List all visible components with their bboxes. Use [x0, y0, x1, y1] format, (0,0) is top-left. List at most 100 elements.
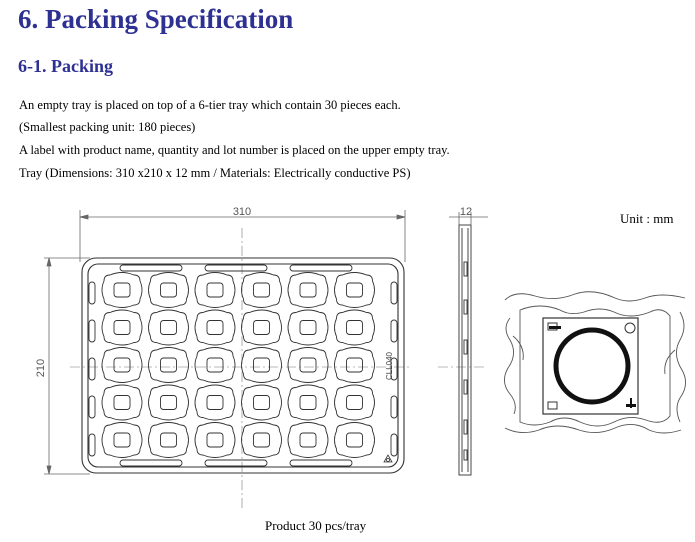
tray-edge-slot	[289, 264, 353, 272]
tray-edge-slot	[204, 459, 268, 467]
tray-pocket	[287, 422, 329, 458]
tray-pocket-seat	[206, 357, 224, 373]
tray-pocket	[334, 384, 375, 421]
section-subtitle: 6-1. Packing	[18, 56, 114, 76]
tray-side-view	[458, 224, 472, 476]
height-dimension-label: 210	[35, 359, 47, 377]
tray-pocket	[194, 272, 236, 308]
tray-pocket-seat	[113, 395, 131, 410]
pocket-detail-view	[504, 291, 686, 434]
tray-pocket-grid	[101, 272, 375, 458]
tray-pocket	[194, 347, 236, 383]
tray-edge-slot	[390, 281, 398, 305]
tray-outline	[81, 257, 405, 474]
tray-pocket-seat	[346, 395, 363, 410]
height-dimension	[44, 257, 90, 475]
tray-pocket	[148, 272, 189, 308]
tray-pocket	[101, 422, 143, 458]
paragraph-label-info: A label with product name, quantity and …	[19, 143, 450, 157]
tray-pocket-seat	[206, 432, 224, 448]
tray-pocket	[287, 309, 329, 346]
tray-pocket-seat	[253, 282, 270, 298]
tray-pocket-seat	[113, 282, 131, 298]
tray-pocket-seat	[253, 357, 270, 373]
tray-pocket	[241, 384, 282, 421]
tray-pocket	[101, 384, 143, 421]
tray-pocket	[101, 347, 143, 383]
tray-pocket-seat	[346, 432, 363, 448]
depth-dimension	[449, 212, 488, 225]
tray-pocket-seat	[299, 432, 317, 448]
width-dimension	[79, 210, 406, 262]
tray-pocket-seat	[346, 320, 363, 335]
led-package-detail	[542, 317, 639, 415]
tray-pocket	[287, 272, 329, 308]
tray-pocket	[241, 347, 282, 383]
depth-dimension-label: 12	[460, 206, 472, 218]
tray-pocket	[334, 422, 375, 458]
tray-pocket-seat	[113, 432, 131, 448]
tray-pocket-seat	[299, 357, 317, 373]
drawing-caption: Product 30 pcs/tray	[265, 518, 367, 533]
tray-pocket	[101, 309, 143, 346]
tray-edge-slot	[390, 319, 398, 343]
tray-edge-slot	[88, 357, 96, 381]
paragraph-tray-dimensions: Tray (Dimensions: 310 x210 x 12 mm / Mat…	[19, 166, 411, 180]
section-title: 6. Packing Specification	[18, 4, 294, 34]
tray-pocket	[148, 309, 189, 346]
tray-pocket	[287, 347, 329, 383]
tray-pocket	[334, 347, 375, 383]
width-dimension-label: 310	[233, 206, 251, 218]
center-lines	[70, 228, 485, 510]
tray-edge-slot	[88, 281, 96, 305]
tray-pocket	[194, 309, 236, 346]
tray-stamp-text: CLL040	[385, 351, 394, 380]
tray-pocket	[101, 272, 143, 308]
tray-pocket-seat	[346, 357, 363, 373]
tray-edge-slot	[289, 459, 353, 467]
tray-pocket	[194, 384, 236, 421]
tray-pocket-seat	[346, 282, 363, 298]
tray-pocket-seat	[299, 320, 317, 335]
tray-edge-slot	[88, 319, 96, 343]
tray-edge-slot	[390, 395, 398, 419]
tray-pocket-seat	[160, 357, 177, 373]
tray-pocket-seat	[299, 395, 317, 410]
tray-pocket	[287, 384, 329, 421]
tray-edge-slot	[119, 459, 183, 467]
tray-pocket	[148, 422, 189, 458]
tray-pocket-seat	[253, 395, 270, 410]
tray-pocket	[148, 347, 189, 383]
paragraph-tray-stack: An empty tray is placed on top of a 6-ti…	[19, 98, 401, 112]
tray-pocket	[241, 272, 282, 308]
tray-edge-slot	[119, 264, 183, 272]
tray-pocket-seat	[113, 320, 131, 335]
tray-pocket-seat	[206, 395, 224, 410]
paragraph-packing-unit: (Smallest packing unit: 180 pieces)	[19, 120, 196, 134]
tray-pocket	[194, 422, 236, 458]
tray-pocket-seat	[160, 320, 177, 335]
tray-edge-slot	[390, 433, 398, 457]
tray-pocket	[148, 384, 189, 421]
tray-pocket	[241, 422, 282, 458]
tray-pocket-seat	[113, 357, 131, 373]
tray-edge-slot	[88, 395, 96, 419]
tray-pocket-seat	[253, 320, 270, 335]
tray-pocket-seat	[206, 282, 224, 298]
tray-pocket-seat	[160, 282, 177, 298]
tray-pocket-seat	[253, 432, 270, 448]
tray-pocket-seat	[299, 282, 317, 298]
tray-edge-slot	[88, 433, 96, 457]
unit-label: Unit : mm	[620, 211, 674, 226]
tray-pocket-seat	[206, 320, 224, 335]
tray-pocket	[334, 272, 375, 308]
recycle-icon	[383, 454, 393, 463]
tray-edge-slot	[390, 357, 398, 381]
tray-pocket	[334, 309, 375, 346]
tray-pocket	[241, 309, 282, 346]
tray-pocket-seat	[160, 432, 177, 448]
tray-edge-slots	[88, 264, 398, 467]
tray-edge-slot	[204, 264, 268, 272]
tray-pocket-seat	[160, 395, 177, 410]
